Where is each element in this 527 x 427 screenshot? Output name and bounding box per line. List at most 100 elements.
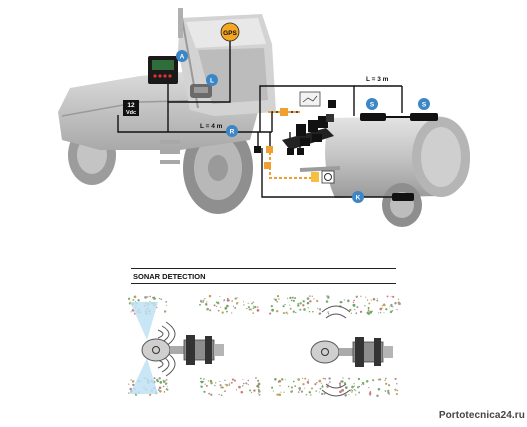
tractor — [58, 8, 276, 214]
crop-dot — [360, 295, 362, 298]
crop-dot — [379, 312, 382, 314]
crop-dot — [382, 307, 384, 309]
crop-dot — [284, 304, 286, 306]
crop-dot — [344, 386, 348, 389]
crop-dot — [290, 386, 294, 389]
crop-dot — [318, 308, 322, 311]
crop-dot — [255, 377, 257, 379]
crop-dot — [317, 307, 319, 310]
crop-dot — [231, 312, 233, 314]
crop-dot — [303, 308, 306, 311]
crop-dot — [247, 383, 249, 386]
crop-dot — [208, 393, 210, 395]
crop-dot — [226, 310, 228, 313]
crop-dot — [387, 390, 390, 393]
crop-dot — [325, 300, 329, 303]
crop-dot — [390, 303, 393, 307]
crop-dot — [368, 302, 371, 305]
crop-dot — [200, 300, 203, 303]
crop-dot — [200, 299, 202, 302]
gps-badge: GPS — [220, 22, 240, 42]
console-unit — [190, 84, 212, 98]
crop-dot — [158, 377, 161, 380]
crop-dot — [165, 300, 168, 303]
crop-dot — [302, 304, 305, 307]
badge-k: K — [352, 191, 364, 203]
crop-dot — [327, 312, 330, 315]
crop-dot — [276, 393, 279, 396]
crop-dot — [287, 385, 290, 388]
crop-dot — [272, 390, 275, 392]
crop-dot — [328, 377, 331, 380]
crop-dot — [372, 298, 376, 301]
crop-dot — [371, 310, 373, 312]
crop-dot — [291, 390, 294, 393]
crop-dot — [386, 295, 389, 298]
crop-dot — [156, 379, 159, 383]
crop-dot — [378, 312, 380, 314]
crop-dot — [128, 392, 130, 394]
crop-dot — [199, 377, 202, 380]
crop-dot — [130, 311, 132, 313]
crop-dot — [294, 385, 297, 387]
crop-dot — [216, 301, 220, 305]
crop-dot — [302, 383, 305, 386]
crop-dot — [297, 378, 301, 381]
crop-dot — [205, 303, 208, 306]
crop-dot — [242, 385, 244, 387]
crop-dot — [358, 391, 361, 394]
badge-a-label: A — [180, 54, 185, 61]
ultrasonic-sensor-left — [360, 113, 410, 121]
crop-dot — [231, 300, 234, 302]
sonar-scene — [127, 294, 401, 398]
crop-dot — [308, 391, 311, 394]
crop-dot — [389, 306, 391, 308]
crop-dot — [291, 296, 294, 299]
crop-dot — [225, 383, 229, 387]
crop-dot — [134, 393, 138, 396]
sonar-title-rule-top — [131, 268, 396, 269]
crop-dot — [319, 312, 322, 315]
crop-dot — [166, 388, 169, 391]
crop-dot — [269, 312, 272, 315]
crop-dot — [251, 391, 253, 394]
crop-dot — [275, 309, 279, 313]
crop-dot — [353, 299, 355, 302]
crop-dot — [361, 381, 365, 385]
crop-dot — [341, 388, 344, 392]
crop-dot — [213, 304, 216, 307]
crop-dot — [218, 393, 220, 396]
crop-dot — [367, 309, 370, 312]
crop-dot — [224, 390, 226, 392]
crop-dot — [309, 394, 312, 396]
crop-dot — [279, 385, 281, 387]
crop-dot — [385, 308, 388, 311]
crop-dot — [249, 389, 252, 392]
crop-dot — [165, 378, 168, 381]
crop-dot — [214, 384, 216, 387]
crop-dot — [220, 394, 223, 397]
crop-dot — [298, 387, 302, 390]
crop-dot — [321, 384, 324, 387]
crop-dot — [355, 295, 358, 298]
crop-dot — [240, 390, 244, 394]
crop-dot — [292, 380, 295, 383]
crop-dot — [165, 304, 167, 306]
crop-dot — [236, 297, 238, 299]
crop-dot — [242, 382, 245, 385]
sonar-detection-title: SONAR DETECTION — [133, 272, 206, 281]
crop-dot — [309, 295, 311, 297]
crop-dot — [395, 393, 398, 396]
crop-dot — [297, 303, 300, 305]
crop-dot — [252, 307, 255, 309]
crop-dot — [313, 298, 315, 300]
crop-dot — [256, 306, 259, 308]
control-monitor — [148, 56, 178, 84]
crop-dot — [303, 387, 305, 389]
crop-dot — [294, 297, 297, 300]
crop-dot — [311, 310, 314, 313]
crop-dot — [384, 379, 386, 381]
crop-dot — [376, 299, 379, 302]
crop-dot — [253, 389, 256, 392]
crop-dot — [245, 382, 248, 385]
